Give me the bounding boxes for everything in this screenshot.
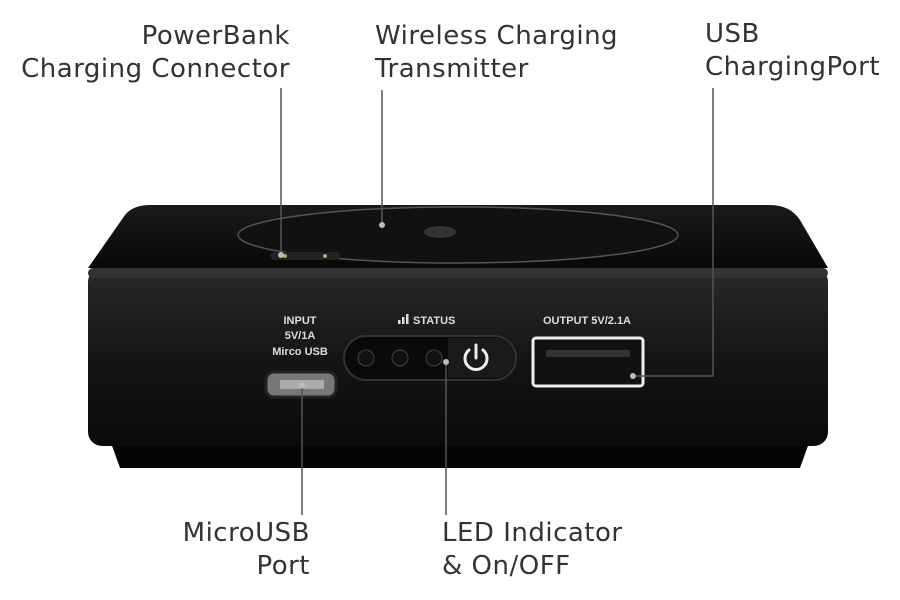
callout-line: PowerBank bbox=[141, 21, 290, 51]
input-label-3: Mirco USB bbox=[272, 346, 328, 358]
callout-led-indicator: LED Indicator & On/OFF bbox=[442, 517, 623, 583]
input-label-2: 5V/1A bbox=[285, 330, 316, 342]
callout-microusb-port: MicroUSB Port bbox=[183, 517, 310, 583]
callout-line: & On/OFF bbox=[442, 551, 571, 581]
callout-line: LED Indicator bbox=[442, 518, 623, 548]
power-button[interactable] bbox=[463, 343, 489, 371]
callout-line: Charging Connector bbox=[21, 54, 290, 84]
callout-line: Wireless Charging bbox=[375, 21, 619, 51]
callout-line: USB bbox=[705, 19, 760, 49]
callout-usb-port: USB ChargingPort bbox=[705, 18, 880, 84]
callout-line: Transmitter bbox=[375, 54, 529, 84]
callout-wireless-transmitter: Wireless Charging Transmitter bbox=[375, 20, 618, 86]
callout-line: Port bbox=[256, 551, 310, 581]
led-2 bbox=[391, 349, 409, 367]
callout-line: MicroUSB bbox=[182, 518, 310, 548]
pogo-connector bbox=[270, 252, 340, 260]
wireless-pad bbox=[237, 206, 679, 264]
status-label: STATUS bbox=[413, 315, 455, 327]
power-icon bbox=[463, 348, 489, 371]
usb-port bbox=[531, 336, 645, 388]
led-3 bbox=[425, 349, 443, 367]
led-1 bbox=[357, 349, 375, 367]
output-label: OUTPUT 5V/2.1A bbox=[543, 315, 631, 327]
signal-bars-icon bbox=[398, 314, 409, 324]
leader-lines bbox=[280, 88, 714, 515]
callout-line: ChargingPort bbox=[705, 52, 881, 82]
device-base bbox=[110, 440, 810, 468]
input-label-1: INPUT bbox=[284, 315, 317, 327]
callout-powerbank-connector: PowerBank Charging Connector bbox=[21, 20, 290, 86]
